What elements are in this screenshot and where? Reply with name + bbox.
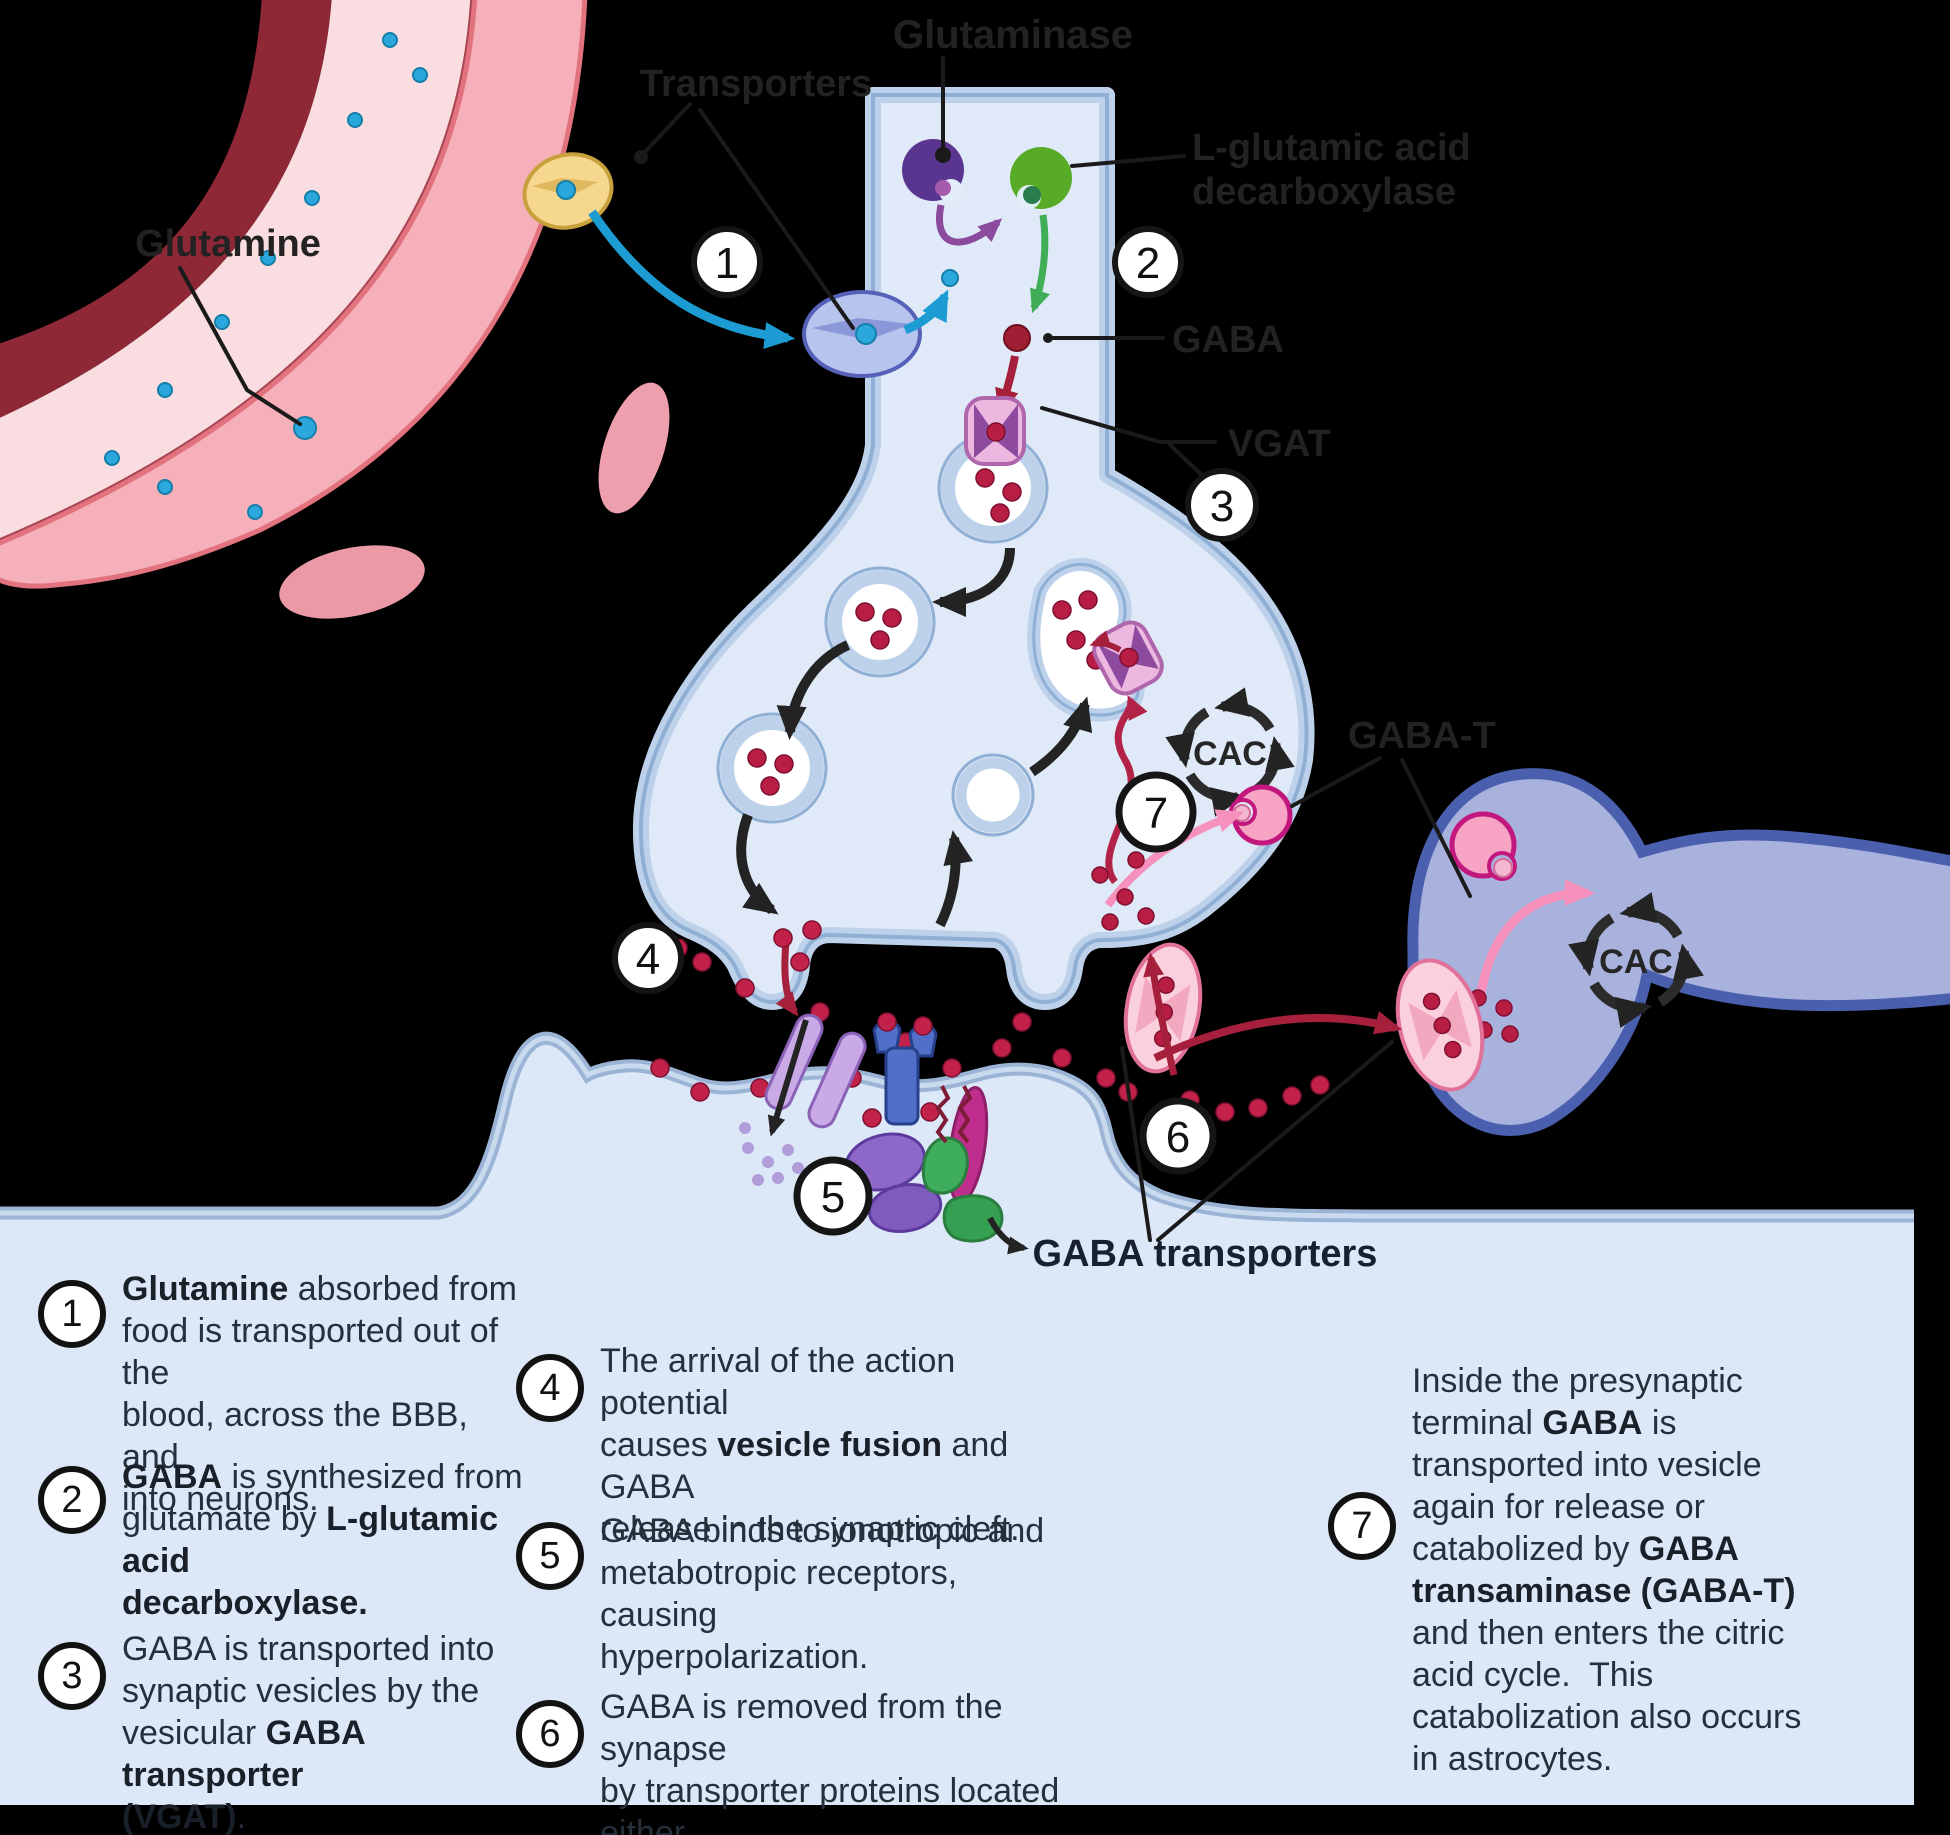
synaptic-cleft	[650, 920, 1403, 1255]
svg-text:4: 4	[636, 935, 660, 984]
glutamine-leader	[178, 266, 302, 426]
bbb-transporter	[522, 152, 614, 230]
gaba-t-enzyme-presynaptic	[1229, 784, 1293, 846]
svg-text:7: 7	[1144, 789, 1168, 838]
vessel-lumen	[0, 0, 475, 543]
gaba-into-vesicle-arrow	[1089, 630, 1122, 653]
empty-vesicle	[951, 753, 1035, 837]
endothelium	[0, 0, 588, 589]
transporters-label: Transporters	[640, 63, 872, 105]
gaba-label: GABA	[1172, 319, 1284, 361]
synaptic-vesicle	[826, 568, 934, 676]
gaba-release-arrow	[775, 941, 799, 1017]
gaba-reuptake-presynaptic-arrow	[1143, 952, 1178, 1076]
gad-label-line2: decarboxylase	[1192, 171, 1456, 213]
gaba-molecules-vesicle2	[855, 602, 902, 650]
astrocyte: CAC	[1395, 768, 1950, 1136]
gaba-to-astrocyte-arrow	[1153, 1011, 1403, 1062]
transporters-leader-2	[698, 108, 855, 330]
step-badges: 1 2 3 4 5 6 7	[612, 226, 1259, 1236]
svg-text:6: 6	[1166, 1113, 1190, 1162]
step-badge-2: 2	[1112, 226, 1184, 298]
gaba-a-receptor	[872, 1012, 938, 1126]
gaba-to-cac-arrow-astrocyte	[1475, 879, 1596, 1001]
blood-vessel	[0, 0, 796, 619]
ionotropic-receptor	[764, 1013, 867, 1137]
svg-text:5: 5	[821, 1173, 845, 1222]
gad-leader	[1070, 154, 1186, 168]
svg-text:3: 3	[1210, 482, 1234, 531]
step-badge-7: 7	[1115, 771, 1197, 853]
gaba-t-enzyme-astrocyte	[1449, 811, 1517, 881]
vgat-transporter	[964, 396, 1026, 466]
gad-enzyme	[1010, 147, 1072, 209]
gaba-molecules-vesicle1	[975, 468, 1022, 523]
chloride-ions	[739, 1122, 804, 1186]
glutamine-molecules	[104, 32, 428, 520]
step-badge-4: 4	[612, 922, 684, 994]
glutamine-transport-arrow	[588, 209, 796, 350]
glutamine-label: Glutamine	[135, 223, 321, 265]
vgat-leader	[1040, 406, 1217, 444]
gaba-molecule-new	[1003, 324, 1031, 352]
neuron-glutamine-transporter	[802, 290, 922, 378]
glutaminase-label: Glutaminase	[893, 13, 1133, 57]
gaba-t-label: GABA-T	[1348, 715, 1496, 757]
vgat-leader-2	[1168, 443, 1207, 480]
vessel-far-wall	[0, 0, 332, 418]
endothelial-nucleus	[598, 382, 670, 514]
vgat-label: VGAT	[1228, 423, 1331, 465]
step-badge-6: 6	[1139, 1097, 1217, 1175]
gaba-transporters-leader-2	[1156, 1040, 1394, 1242]
gaba-t-leader-astrocyte	[1400, 758, 1472, 898]
leader-dot	[935, 147, 951, 163]
postsynaptic-body-and-panel	[0, 1038, 1914, 1805]
gad-label-line1: L-glutamic acid	[1192, 127, 1471, 169]
step-badge-1: 1	[691, 226, 763, 298]
transporters-leader-1	[641, 102, 692, 156]
leader-dot	[1043, 333, 1053, 343]
vesicle-cycle-arrows	[736, 547, 1093, 928]
leader-dot	[634, 150, 648, 164]
gaba-molecules-vesicle3	[747, 748, 794, 796]
step-badge-5: 5	[793, 1156, 873, 1236]
glutamate-arrow	[936, 204, 1003, 246]
gaba-synthesis-arrow	[1030, 214, 1050, 314]
gaba-transporters-leader-1	[1120, 1046, 1152, 1242]
glutamine-entry-arrow	[903, 289, 950, 335]
gaba-trail-to-astrocyte	[1180, 1075, 1330, 1122]
presynaptic-membrane-line	[638, 93, 1309, 1005]
endothelial-nucleus	[279, 545, 425, 619]
synaptic-vesicle	[718, 714, 826, 822]
annotation-layer: Glutamine Transporters Glutaminase L-glu…	[135, 13, 1496, 1275]
gaba-reuptake-arrow	[1105, 694, 1148, 885]
cac-label-presynaptic: CAC	[1193, 735, 1267, 773]
gaba-molecules-presynaptic	[1091, 851, 1155, 931]
gaba-transporters-label: GABA transporters	[1033, 1233, 1378, 1275]
svg-text:1: 1	[715, 239, 739, 288]
cac-label: CAC	[1599, 943, 1673, 981]
gaba-molecules-cleft	[650, 920, 1138, 1128]
metabotropic-receptor-complex	[844, 1085, 1029, 1255]
gaba-t-leader-presynaptic	[1290, 756, 1382, 808]
gaba-transporter-astrocyte	[1395, 958, 1485, 1092]
step-badge-3: 3	[1185, 468, 1259, 542]
glutamine-molecule-cytosol	[941, 269, 959, 287]
svg-text:2: 2	[1136, 239, 1160, 288]
